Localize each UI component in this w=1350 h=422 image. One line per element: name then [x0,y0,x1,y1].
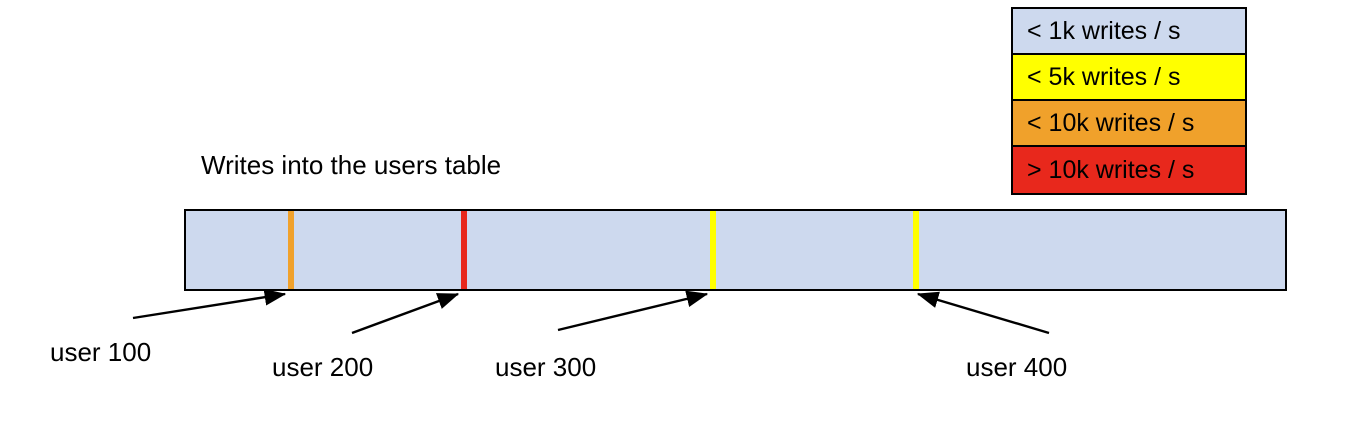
arrow-user-100 [132,288,287,320]
legend-item-label: > 10k writes / s [1027,155,1195,184]
chart-title: Writes into the users table [201,150,502,180]
marker-label-user-400: user 400 [966,352,1068,382]
arrow-user-200 [351,292,460,335]
marker-label-user-300: user 300 [495,352,597,382]
legend-item-label: < 5k writes / s [1027,62,1181,91]
marker-label-user-200: user 200 [272,352,374,382]
legend-item-lt-1k: < 1k writes / s [1013,9,1245,55]
arrow-user-400 [916,291,1050,335]
marker-stripe-user-200 [461,211,467,289]
marker-stripe-user-400 [913,211,919,289]
arrow-user-300 [557,290,709,332]
legend-item-lt-5k: < 5k writes / s [1013,55,1245,101]
marker-stripe-user-300 [710,211,716,289]
users-table-bar [184,209,1287,291]
legend-item-lt-10k: < 10k writes / s [1013,101,1245,147]
legend: < 1k writes / s < 5k writes / s < 10k wr… [1011,7,1247,195]
marker-stripe-user-100 [288,211,294,289]
marker-label-user-100: user 100 [50,337,152,367]
legend-item-gt-10k: > 10k writes / s [1013,147,1245,193]
legend-item-label: < 1k writes / s [1027,16,1181,45]
legend-item-label: < 10k writes / s [1027,108,1195,137]
